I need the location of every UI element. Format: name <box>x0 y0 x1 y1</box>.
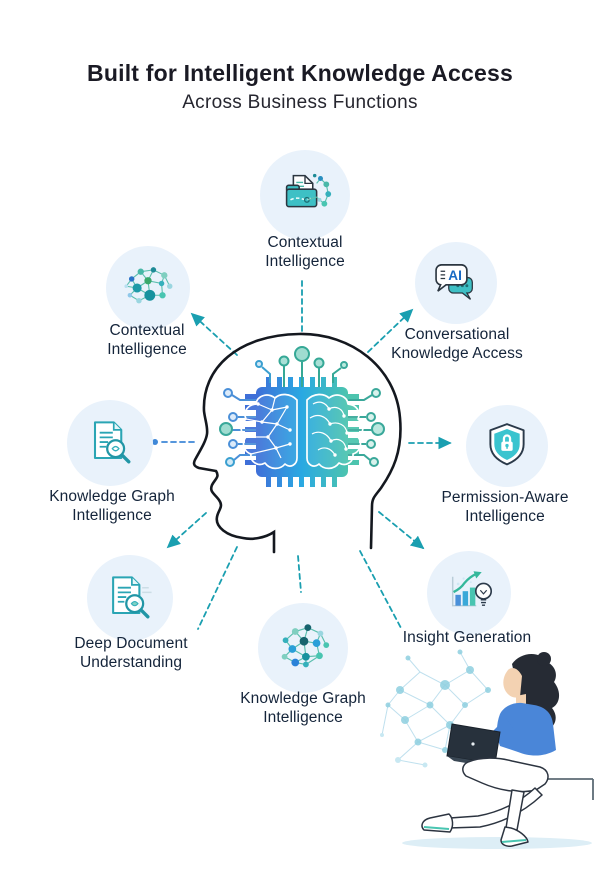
woman-with-laptop-illustration <box>380 649 594 849</box>
node-conversational-knowledge-access: AI <box>415 242 497 324</box>
connector-top-right <box>367 308 414 353</box>
label-knowledge-graph-intelligence-bottom: Knowledge Graph Intelligence <box>240 690 366 726</box>
ai-chat-icon: AI <box>435 264 473 300</box>
node-contextual-intelligence-top <box>260 150 350 240</box>
connector-top-left <box>190 312 238 356</box>
node-insight-generation <box>427 551 511 635</box>
page-subtitle: Across Business Functions <box>182 92 418 113</box>
node-permission-aware-intelligence <box>466 405 548 487</box>
shield-lock-icon <box>489 423 525 466</box>
label-conversational-knowledge-access: Conversational Knowledge Access <box>391 326 523 362</box>
network-cloud-decoration <box>380 649 491 768</box>
connector-bottom-center <box>297 555 302 593</box>
label-contextual-intelligence-top: Contextual Intelligence <box>265 234 345 270</box>
document-search-icon <box>93 421 131 464</box>
label-knowledge-graph-intelligence-left: Knowledge Graph Intelligence <box>49 488 175 524</box>
ai-chip-icon <box>219 346 385 487</box>
node-contextual-intelligence-left <box>106 246 190 330</box>
node-knowledge-graph-intelligence-left <box>67 400 153 486</box>
node-deep-document-understanding <box>87 555 173 641</box>
label-permission-aware-intelligence: Permission-Aware Intelligence <box>441 489 569 525</box>
page-title: Built for Intelligent Knowledge Access <box>87 60 513 86</box>
brain-icon <box>240 393 364 470</box>
document-search-icon <box>112 576 152 619</box>
ai-badge-text: AI <box>448 268 462 283</box>
chart-bulb-icon <box>451 571 493 607</box>
network-graph-icon <box>281 624 330 668</box>
connector-bottom-left-arrow <box>166 512 207 549</box>
dashed-connectors <box>161 280 452 630</box>
node-knowledge-graph-intelligence-bottom <box>258 603 348 693</box>
label-contextual-intelligence-left: Contextual Intelligence <box>107 322 187 358</box>
folder-network-icon <box>285 173 332 208</box>
label-insight-generation: Insight Generation <box>402 629 532 646</box>
connector-bottom-left-long <box>197 546 238 630</box>
connector-bottom-right-long <box>359 550 402 629</box>
connector-left-dot <box>152 439 158 445</box>
head-profile-outline <box>192 332 402 554</box>
connector-bottom-right-arrow <box>378 511 425 550</box>
network-graph-icon <box>124 267 173 304</box>
label-deep-document-understanding: Deep Document Understanding <box>74 635 188 671</box>
